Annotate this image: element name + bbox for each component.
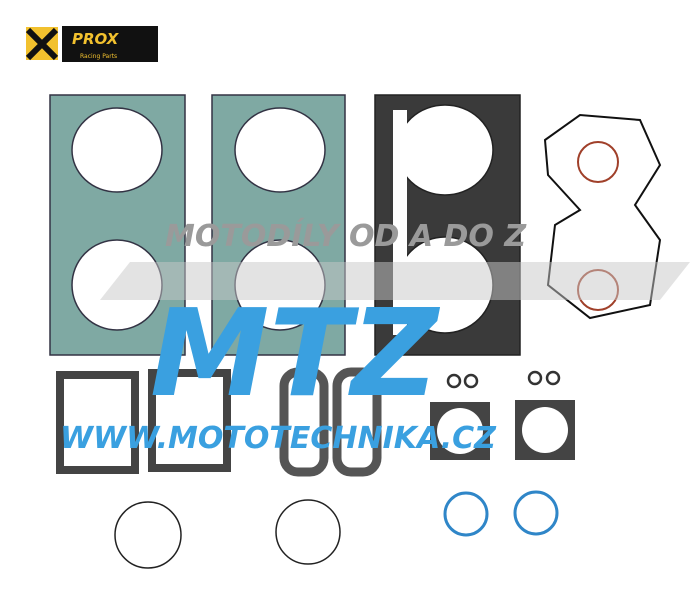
watermark-logo: MTZ [150, 285, 440, 424]
exhaust-gasket-1 [279, 367, 329, 477]
exhaust-gasket-2 [332, 367, 382, 477]
logo-brand-text: PROX [72, 30, 120, 48]
oring-red-top [577, 141, 619, 183]
head-cord-seal [543, 113, 662, 320]
watermark-url: WWW.MOTOTECHNIKA.CZ [60, 421, 497, 456]
flange-gasket-1 [430, 402, 490, 460]
small-seals [446, 370, 561, 389]
watermark: MOTODÍLY OD A DO Z MTZ WWW.MOTOTECHNIKA.… [60, 218, 690, 456]
prox-logo: PROX Racing Parts [25, 26, 158, 62]
oring-blue-1 [443, 491, 489, 537]
flange-gasket-2 [515, 400, 575, 460]
oring-blue-2 [513, 490, 559, 536]
watermark-tagline: MOTODÍLY OD A DO Z [165, 218, 527, 254]
oring-large-1 [114, 501, 182, 569]
oring-large-2 [275, 499, 341, 565]
logo-tagline: Racing Parts [80, 53, 117, 60]
reed-gasket-2 [148, 369, 231, 472]
reed-gasket-1 [56, 371, 139, 474]
